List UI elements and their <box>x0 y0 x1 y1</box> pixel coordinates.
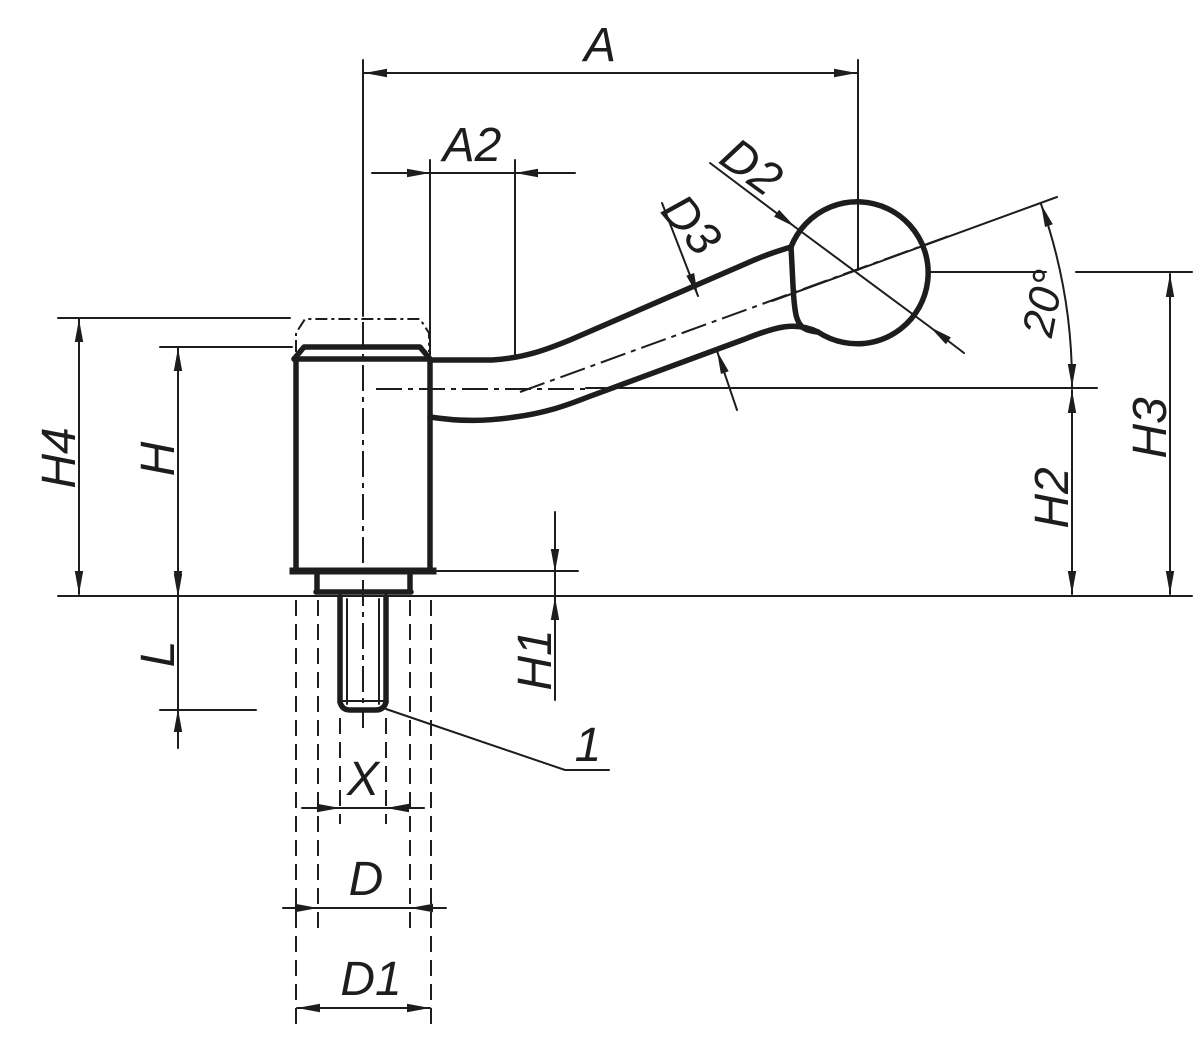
arrow-l-top <box>173 574 183 597</box>
ext-a2 <box>429 159 516 357</box>
ext-d-dashed <box>317 600 411 928</box>
dim-label-a: A <box>581 19 616 72</box>
dim-label-l: L <box>132 641 185 668</box>
rod-top-edge <box>427 244 794 363</box>
arrow-d2-upper <box>774 209 795 227</box>
arrow-l-bottom <box>173 709 183 732</box>
dim-label-d3: D3 <box>651 185 731 266</box>
thread-root-lines <box>346 598 380 705</box>
arrow-h1-top <box>550 549 560 572</box>
ball-knob-outline <box>788 199 931 347</box>
arrow-h3-bottom <box>1165 571 1175 594</box>
dim-label-h4: H4 <box>33 427 86 488</box>
arrow-d-left <box>295 903 318 913</box>
arrow-h2-bottom <box>1067 571 1077 594</box>
arrow-x-left <box>317 803 340 813</box>
dim-label-h3: H3 <box>1124 397 1177 459</box>
arrow-d3-lower <box>717 351 729 374</box>
arrow-arc-bottom <box>1067 364 1077 387</box>
dim-label-x: X <box>346 753 381 806</box>
dim-label-d2: D2 <box>711 128 792 207</box>
arrow-d2-lower <box>930 327 951 345</box>
arrow-arc-top <box>1041 204 1053 227</box>
ext-x-dashed <box>339 718 387 824</box>
callout-1-leader <box>385 708 610 771</box>
arrow-h1-bottom <box>550 597 560 620</box>
dimension-lines <box>78 72 1171 1009</box>
callout-label-1: 1 <box>575 719 602 772</box>
centerlines <box>362 234 953 728</box>
ball-knob-flat <box>788 244 821 335</box>
rod-bottom-edge <box>427 323 821 424</box>
reference-lines <box>57 59 1193 1032</box>
arrow-h4-bottom <box>74 571 84 594</box>
arrowheads <box>74 68 1175 1013</box>
dim-label-d: D <box>349 853 384 906</box>
arrow-h-top <box>173 348 183 371</box>
arrow-a-right <box>834 68 857 78</box>
arrow-h2-top <box>1067 390 1077 413</box>
dim-label-h1: H1 <box>509 629 562 690</box>
arrow-d1-right <box>407 1003 430 1013</box>
dim-label-h: H <box>132 441 185 476</box>
arrow-h3-top <box>1165 274 1175 297</box>
arrow-d1-left <box>297 1003 320 1013</box>
arrow-h4-top <box>74 319 84 342</box>
arrow-a2-left <box>407 168 430 178</box>
dimension-labels: A A2 X D D1 1 H4 H L H1 H2 H3 D2 D3 20° <box>33 19 1177 1006</box>
arrow-d3-upper <box>686 273 698 296</box>
dim-label-a2: A2 <box>440 119 502 172</box>
stud-edges <box>337 594 389 705</box>
dim-label-d1: D1 <box>340 953 401 1006</box>
arrow-a-left <box>364 68 387 78</box>
ext-d1-dashed <box>295 600 432 1032</box>
arrow-a2-right <box>515 168 538 178</box>
dim-label-h2: H2 <box>1026 467 1079 528</box>
arrow-x-right <box>386 803 409 813</box>
angle-20-line <box>771 196 1058 302</box>
dim-label-angle: 20° <box>1013 266 1074 342</box>
inclined-rod-centerline <box>519 234 953 393</box>
arrow-d-right <box>410 903 433 913</box>
